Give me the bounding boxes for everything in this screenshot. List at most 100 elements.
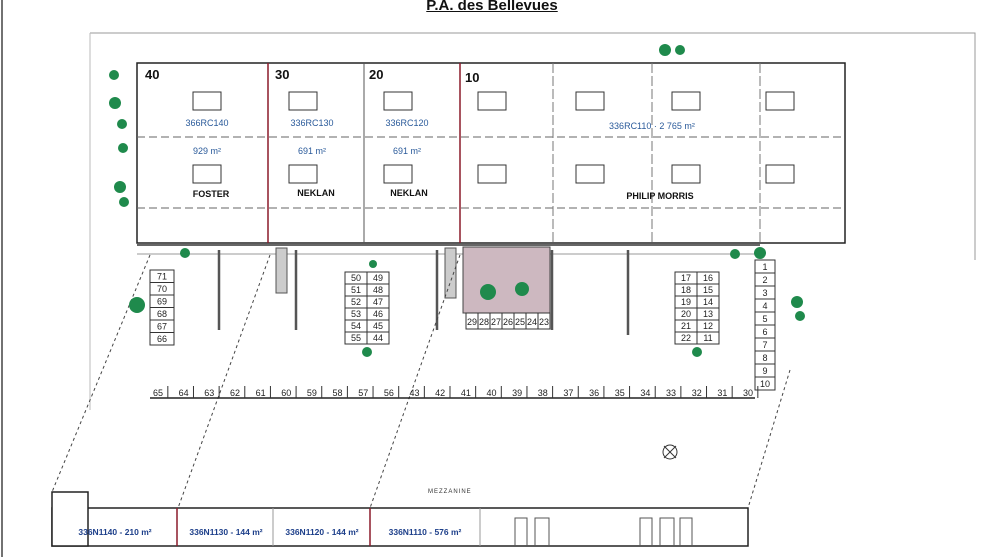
tree-icon	[119, 197, 129, 207]
parking-bay-number: 32	[692, 388, 702, 398]
parking-bay-number: 24	[527, 317, 537, 327]
tree-icon	[117, 119, 127, 129]
parking-bay-number: 17	[681, 273, 691, 283]
parking-bay-number: 1	[762, 262, 767, 272]
unit-number: 20	[369, 67, 383, 82]
tenant-name: NEKLAN	[297, 188, 335, 198]
tree-icon	[180, 248, 190, 258]
parking-bay-number: 44	[373, 333, 383, 343]
parking-bay-number: 48	[373, 285, 383, 295]
parking-bay-number: 29	[467, 317, 477, 327]
tenant-name: NEKLAN	[390, 188, 428, 198]
parking-bay-number: 13	[703, 309, 713, 319]
tree-icon	[129, 297, 145, 313]
parking-bay-number: 54	[351, 321, 361, 331]
tree-icon	[109, 70, 119, 80]
mezzanine-strip	[51, 491, 749, 547]
parking-bay-number: 3	[762, 288, 767, 298]
parking-bay-number: 56	[384, 388, 394, 398]
unit-ref: 336RC120	[385, 118, 428, 128]
mezzanine-label: MEZZANINE	[428, 489, 472, 495]
parking-bay-number: 46	[373, 309, 383, 319]
skylight	[765, 91, 795, 111]
skylight	[288, 164, 318, 184]
parking-bay-number: 28	[479, 317, 489, 327]
plaza-area	[462, 246, 551, 314]
parking-bay-number: 47	[373, 297, 383, 307]
unit-ref: 336RC130	[290, 118, 333, 128]
parking-bay-number: 14	[703, 297, 713, 307]
skylight	[192, 91, 222, 111]
parking-bay-number: 26	[503, 317, 513, 327]
parking-bay-number: 55	[351, 333, 361, 343]
parking-bay-number: 31	[717, 388, 727, 398]
parking-bay-number: 2	[762, 275, 767, 285]
parking-bay-number: 65	[153, 388, 163, 398]
north-arrow-icon	[662, 444, 678, 460]
parking-bay	[537, 312, 551, 330]
parking-bay-number: 52	[351, 297, 361, 307]
parking-bay-number: 69	[157, 297, 167, 307]
mezzanine-unit: 336N1110 - 576 m²	[389, 527, 462, 537]
tree-icon	[515, 282, 529, 296]
parking-bay-number: 70	[157, 284, 167, 294]
parking-bay-number: 5	[762, 314, 767, 324]
parking-bay	[696, 331, 720, 345]
parking-bay-number: 22	[681, 333, 691, 343]
parking-bay-number: 49	[373, 273, 383, 283]
skylight	[575, 91, 605, 111]
parking-bay-number: 71	[157, 272, 167, 282]
tenant-name: PHILIP MORRIS	[626, 191, 693, 201]
tree-icon	[675, 45, 685, 55]
parking-bay-number: 18	[681, 285, 691, 295]
parking-bay-number: 19	[681, 297, 691, 307]
skylight	[477, 164, 507, 184]
parking-bay-number: 23	[539, 317, 549, 327]
unit-ref: 366RC140	[185, 118, 228, 128]
tree-icon	[109, 97, 121, 109]
parking-bay-number: 38	[538, 388, 548, 398]
parking-bay	[754, 376, 776, 391]
skylight	[765, 164, 795, 184]
parking-bay-number: 27	[491, 317, 501, 327]
tree-icon	[754, 247, 766, 259]
parking-bay-number: 33	[666, 388, 676, 398]
parking-bay-number: 60	[281, 388, 291, 398]
unit-number: 10	[465, 70, 479, 85]
skylight	[671, 164, 701, 184]
parking-bay-number: 59	[307, 388, 317, 398]
parking-bay	[366, 331, 390, 345]
tree-icon	[480, 284, 496, 300]
mezzanine-unit: 336N1120 - 144 m²	[285, 527, 358, 537]
parking-bay-number: 21	[681, 321, 691, 331]
tree-icon	[659, 44, 671, 56]
parking-bay-number: 16	[703, 273, 713, 283]
parking-bay-number: 68	[157, 309, 167, 319]
parking-bay-number: 66	[157, 334, 167, 344]
parking-bay-number: 53	[351, 309, 361, 319]
parking-bay-number: 62	[230, 388, 240, 398]
skylight	[383, 164, 413, 184]
unit-area: 691 m²	[298, 146, 326, 156]
skylight	[383, 91, 413, 111]
parking-bay-number: 8	[762, 353, 767, 363]
tree-icon	[118, 143, 128, 153]
parking-bay-number: 50	[351, 273, 361, 283]
plan-title: P.A. des Bellevues	[426, 0, 558, 14]
skylight	[575, 164, 605, 184]
parking-bay-number: 63	[204, 388, 214, 398]
parking-bay-number: 34	[640, 388, 650, 398]
parking-bay	[149, 332, 175, 346]
parking-bay-number: 12	[703, 321, 713, 331]
skylight	[477, 91, 507, 111]
tree-icon	[692, 347, 702, 357]
parking-bay-number: 41	[461, 388, 471, 398]
parking-bay-number: 35	[615, 388, 625, 398]
unit-area: 691 m²	[393, 146, 421, 156]
unit-number: 40	[145, 67, 159, 82]
parking-bay-number: 7	[762, 340, 767, 350]
parking-bay-number: 67	[157, 322, 167, 332]
unit-ref: 336RC110 · 2 765 m²	[609, 121, 695, 131]
tree-icon	[369, 260, 377, 268]
